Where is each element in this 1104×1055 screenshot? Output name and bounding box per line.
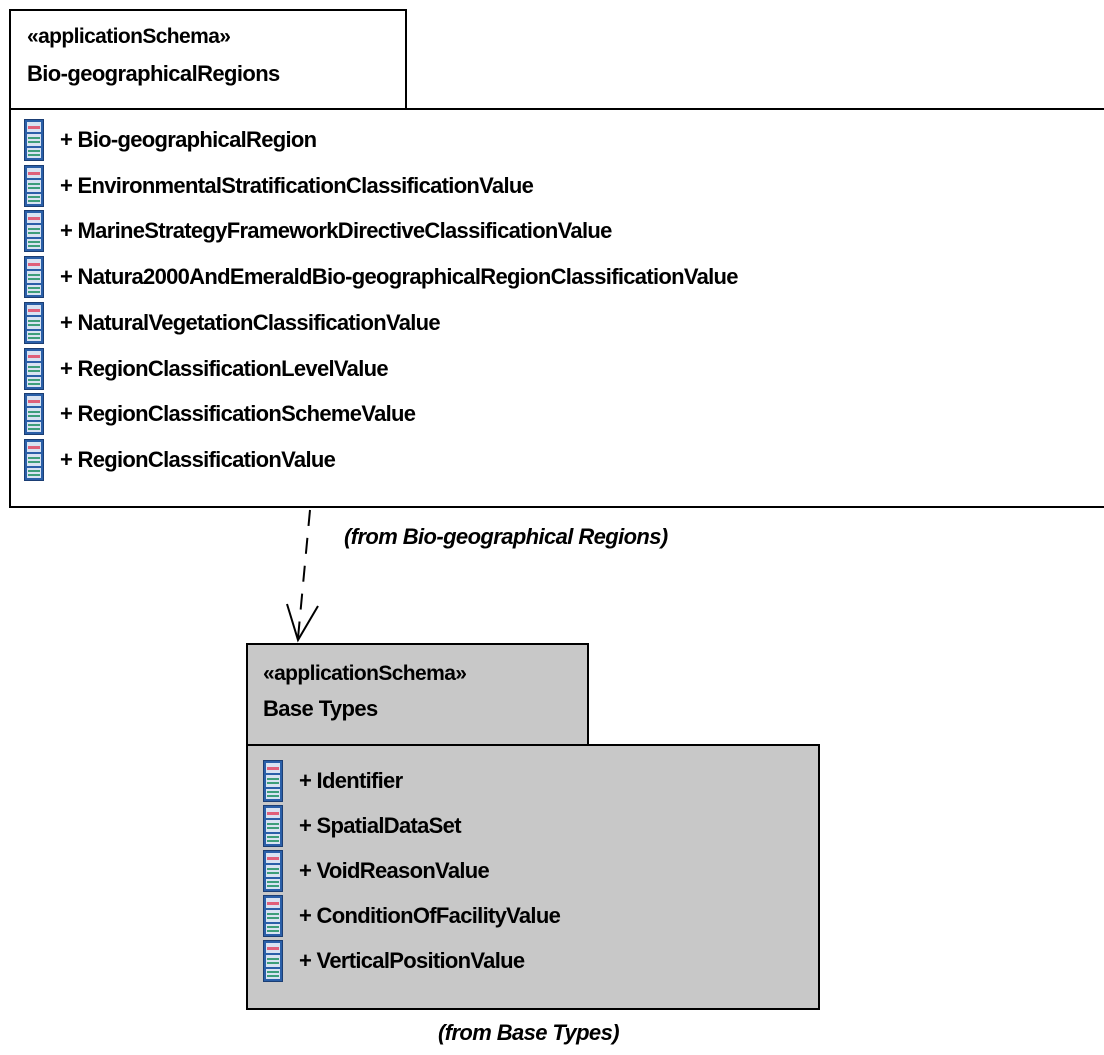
base-package-from-caption: (from Base Types) (438, 1020, 620, 1045)
package-item: + RegionClassificationLevelValue (24, 347, 389, 390)
class-icon (263, 940, 283, 982)
package-item: + SpatialDataSet (263, 805, 462, 847)
package-stereotype: «applicationSchema» (263, 662, 467, 685)
package-item-label: + Identifier (299, 768, 403, 793)
package-item-label: + SpatialDataSet (299, 813, 462, 838)
package-item-label: + Natura2000AndEmeraldBio-geographicalRe… (60, 264, 739, 290)
package-item-label: + MarineStrategyFrameworkDirectiveClassi… (60, 218, 612, 244)
class-icon (263, 850, 283, 892)
package-item: + Natura2000AndEmeraldBio-geographicalRe… (24, 256, 739, 299)
class-icon (24, 393, 44, 436)
class-icon (24, 347, 44, 390)
class-icon (24, 301, 44, 344)
base-types-package-body: + Identifier + SpatialDataSet + VoidReason… (246, 744, 820, 1010)
package-item: + ConditionOfFacilityValue (263, 895, 561, 937)
package-item-label: + EnvironmentalStratificationClassificat… (60, 172, 534, 198)
base-types-package-tab: «applicationSchema» Base Types (246, 643, 589, 746)
package-item-label: + VerticalPositionValue (299, 948, 525, 973)
class-icon (24, 119, 44, 161)
package-name: Bio-geographicalRegions (27, 61, 280, 86)
dependency-line (297, 509, 311, 639)
package-item-label: + RegionClassificationValue (60, 446, 336, 472)
top-package-from-caption: (from Bio-geographical Regions) (344, 524, 668, 549)
dependency-arrowhead (286, 603, 319, 643)
package-item-label: + RegionClassificationLevelValue (60, 355, 389, 381)
package-item: + Bio-geographicalRegion (24, 119, 317, 161)
class-icon (24, 210, 44, 253)
bio-geographical-regions-package-tab: «applicationSchema» Bio-geographicalRegi… (9, 9, 407, 110)
package-item-label: + ConditionOfFacilityValue (299, 903, 561, 928)
package-item: + Identifier (263, 760, 403, 802)
class-icon (263, 760, 283, 802)
class-icon (24, 438, 44, 481)
package-item-label: + NaturalVegetationClassificationValue (60, 309, 441, 335)
package-item-label: + RegionClassificationSchemeValue (60, 401, 416, 427)
bio-geographical-regions-package-body: + Bio-geographicalRegion + EnvironmentalS… (9, 108, 1104, 508)
package-item: + RegionClassificationValue (24, 438, 336, 481)
package-item: + VoidReasonValue (263, 850, 490, 892)
package-item: + RegionClassificationSchemeValue (24, 393, 416, 436)
package-name: Base Types (263, 696, 378, 721)
package-item-label: + VoidReasonValue (299, 858, 490, 883)
class-icon (24, 256, 44, 299)
class-icon (263, 895, 283, 937)
package-item: + VerticalPositionValue (263, 940, 525, 982)
package-item-label: + Bio-geographicalRegion (60, 127, 317, 152)
class-icon (263, 805, 283, 847)
package-item: + MarineStrategyFrameworkDirectiveClassi… (24, 210, 612, 253)
class-icon (24, 164, 44, 207)
package-item: + EnvironmentalStratificationClassificat… (24, 164, 534, 207)
package-item: + NaturalVegetationClassificationValue (24, 301, 441, 344)
package-stereotype: «applicationSchema» (27, 25, 231, 48)
